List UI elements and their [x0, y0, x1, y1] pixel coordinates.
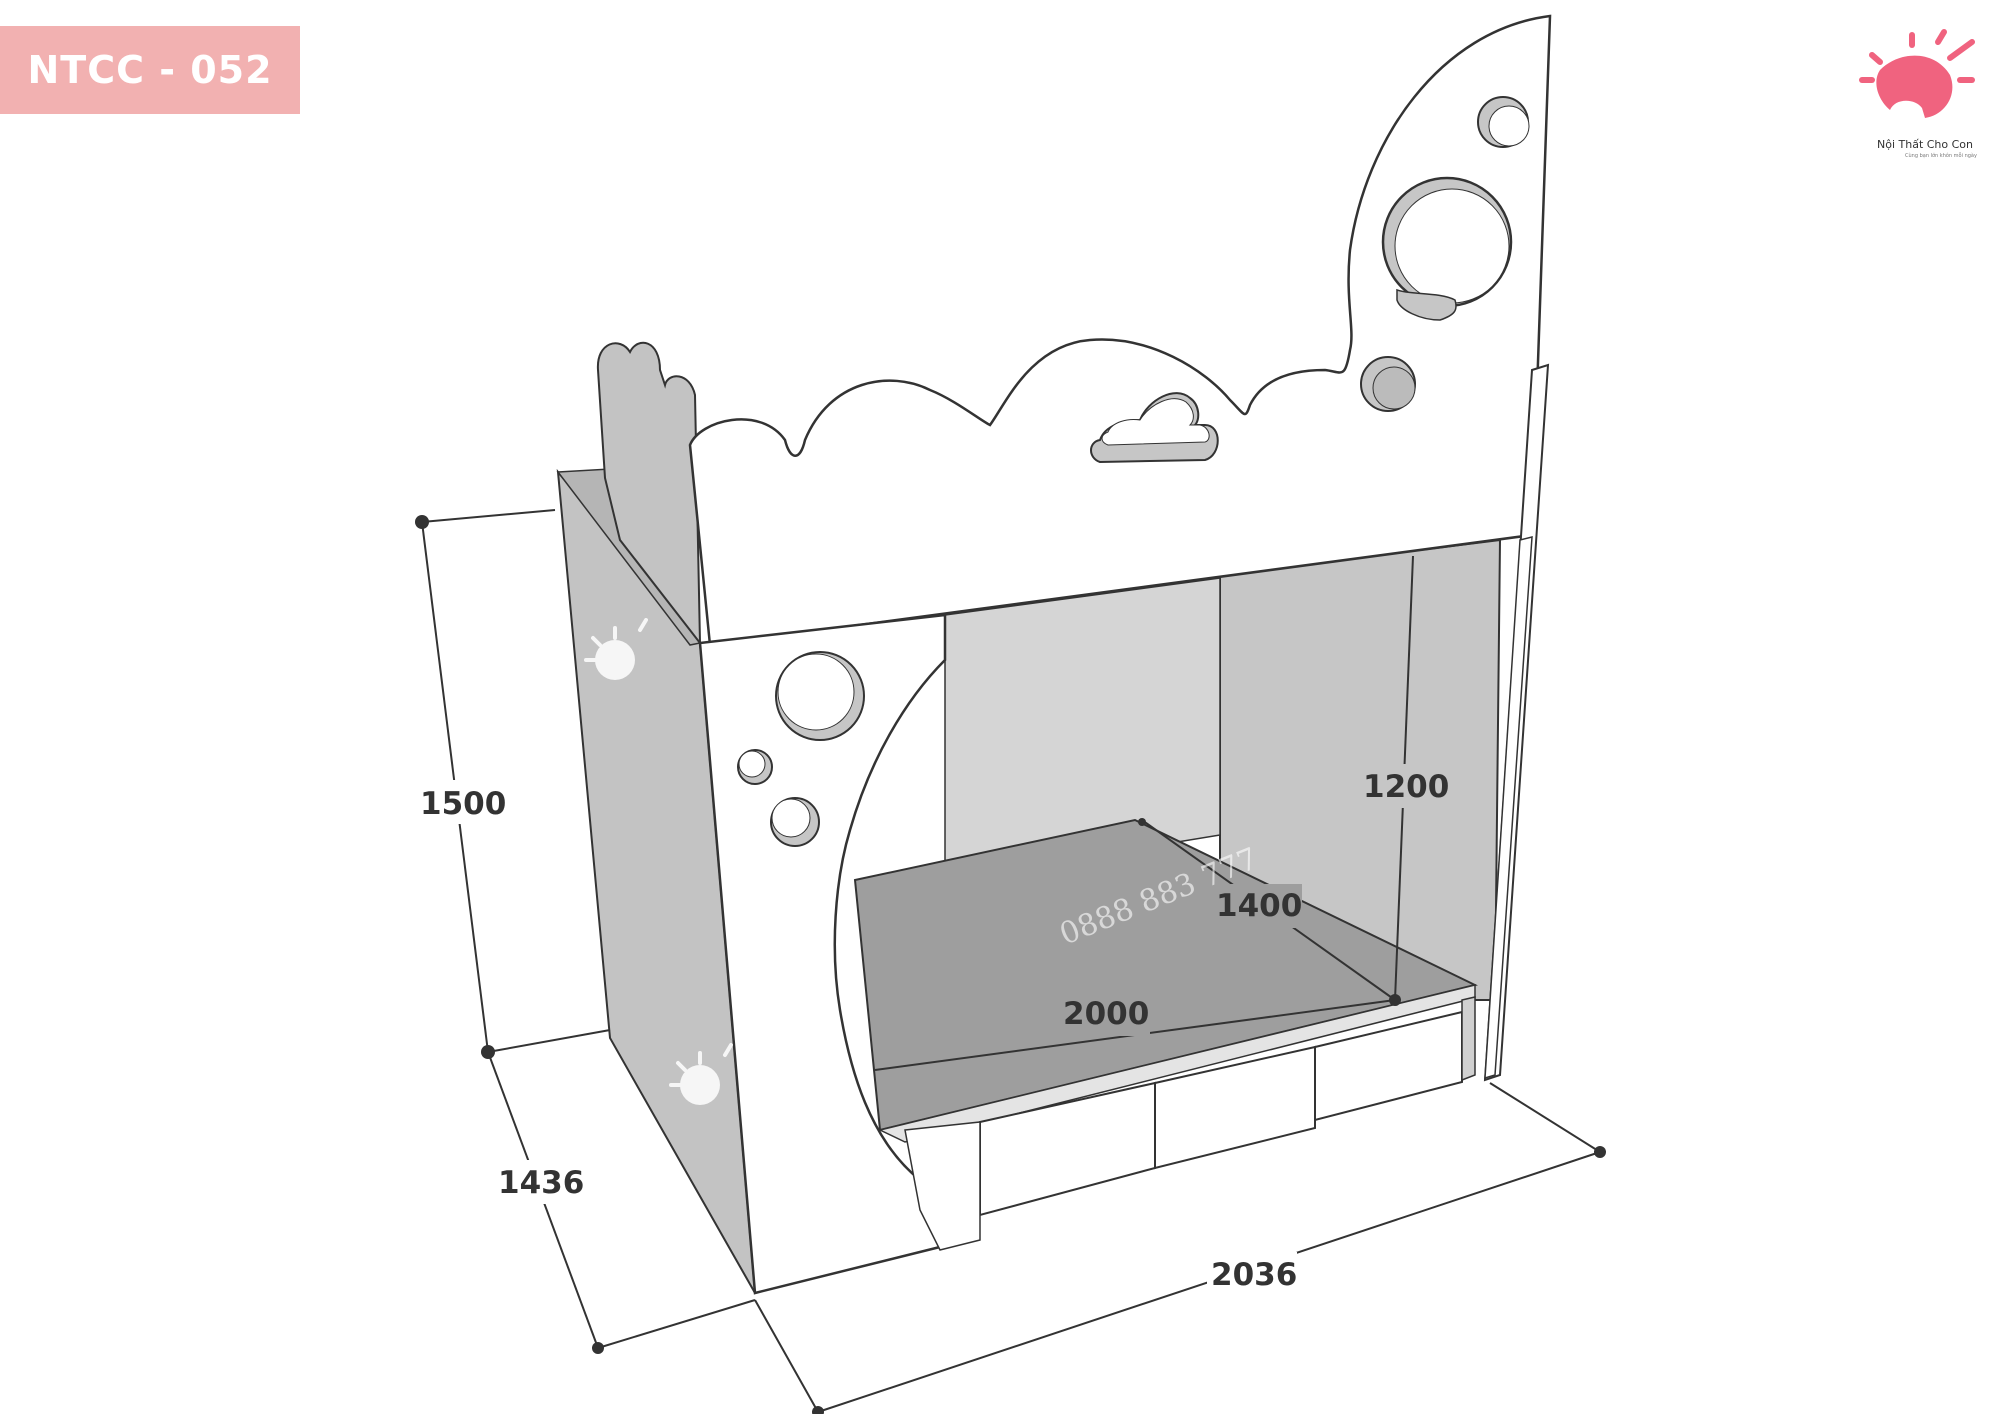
step-block — [904, 1121, 981, 1251]
brand-tagline: Cùng bạn lớn khôn mỗi ngày — [1905, 152, 1977, 159]
porthole-small-top-inner — [1488, 105, 1530, 147]
left-post — [596, 341, 702, 646]
brand-logo: Nội Thất Cho Con Cùng bạn lớn khôn mỗi n… — [1859, 29, 1977, 159]
inner-back-wall — [944, 577, 1221, 881]
porthole-small-bottom-inner — [1372, 366, 1416, 410]
porthole-large-inner — [1394, 188, 1510, 304]
dim-length-total: 2036 — [1211, 1257, 1297, 1293]
watermark-logo-upper — [584, 618, 648, 680]
dim-lower-clearance: 1200 — [1363, 769, 1449, 805]
dim-mattress-length: 2000 — [1063, 996, 1149, 1032]
dim-height-total: 1500 — [420, 786, 506, 822]
dim-depth-total: 1436 — [498, 1165, 584, 1201]
product-code: NTCC - 052 — [27, 48, 273, 92]
right-post-face — [1484, 536, 1533, 1080]
sun-icon — [1859, 29, 1975, 118]
drawer-middle — [1154, 1045, 1316, 1170]
bubble-large-inner — [777, 653, 855, 731]
porthole-large-seat — [1396, 288, 1457, 321]
cloud-handle-inner — [1101, 398, 1210, 446]
dim-mattress-width: 1400 — [1216, 888, 1302, 924]
drawer-right-side — [1461, 996, 1476, 1082]
dimension-dots — [415, 515, 1606, 1414]
product-code-badge: NTCC - 052 — [0, 26, 300, 114]
watermark-logo-lower — [669, 1043, 733, 1105]
drawer-right — [1314, 1010, 1463, 1122]
upper-front-panel — [688, 14, 1552, 647]
bubble-medium-inner — [771, 798, 811, 838]
bubble-small-inner — [738, 750, 766, 778]
brand-name: Nội Thất Cho Con — [1877, 138, 1973, 151]
